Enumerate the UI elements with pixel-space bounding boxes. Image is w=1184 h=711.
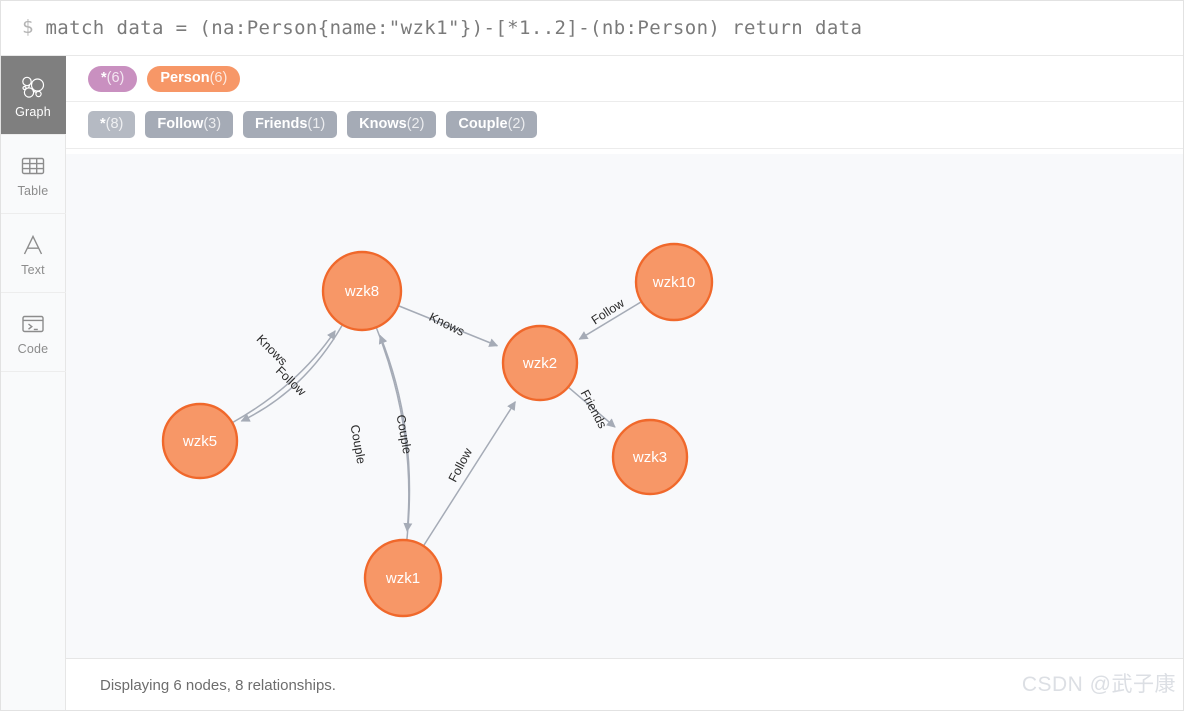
node-label: wzk5: [182, 433, 217, 450]
node-label: wzk8: [344, 283, 379, 300]
chip-name: Friends: [255, 115, 308, 132]
nodes-layer: wzk8 wzk5 wzk2 wzk10 wzk3 wzk1: [161, 242, 714, 618]
sidebar-item-label: Table: [17, 183, 49, 198]
result-status-bar: Displaying 6 nodes, 8 relationships.: [66, 659, 1184, 711]
graph-node-wzk10[interactable]: wzk10: [634, 242, 714, 322]
chip-name: Couple: [458, 115, 508, 132]
relationship-type-chip-row: *(8) Follow(3) Friends(1) Knows(2) Coupl…: [66, 101, 1184, 150]
rel-chip-friends[interactable]: Friends(1): [243, 110, 338, 139]
rel-chip-all[interactable]: *(8): [88, 110, 136, 139]
sidebar-item-label: Code: [17, 341, 49, 356]
sidebar-item-label: Text: [21, 262, 45, 277]
node-circle[interactable]: [321, 250, 403, 332]
node-label: wzk2: [522, 355, 557, 372]
chip-name: Person: [160, 70, 210, 86]
chip-count: (8): [105, 115, 124, 132]
query-bar[interactable]: $ match data = (na:Person{name:"wzk1"})-…: [0, 0, 1184, 56]
cypher-query-text[interactable]: match data = (na:Person{name:"wzk1"})-[*…: [45, 16, 863, 39]
sidebar-item-label: Graph: [15, 104, 51, 119]
rel-chip-knows[interactable]: Knows(2): [347, 110, 437, 139]
code-icon: [18, 309, 48, 339]
node-label: wzk3: [632, 449, 667, 466]
graph-node-wzk5[interactable]: wzk5: [161, 402, 239, 480]
graph-edge-friends[interactable]: [568, 387, 616, 428]
chip-name: Knows: [359, 115, 407, 132]
graph-edge-follow[interactable]: [578, 301, 642, 340]
rel-chip-follow[interactable]: Follow(3): [145, 110, 234, 139]
graph-edge-knows[interactable]: [398, 305, 499, 347]
chip-count: (2): [406, 115, 425, 132]
node-circle[interactable]: [501, 324, 579, 402]
prompt-icon: $: [22, 16, 34, 38]
chip-count: (2): [507, 115, 526, 132]
node-label-chip-row: *(6) Person(6): [66, 56, 1184, 102]
chip-name: Follow: [157, 115, 204, 132]
rel-chip-couple[interactable]: Couple(2): [446, 110, 538, 139]
sidebar-item-table[interactable]: Table: [0, 135, 66, 214]
chip-count: (6): [106, 70, 125, 86]
chip-count: (6): [209, 70, 228, 86]
node-circle[interactable]: [634, 242, 714, 322]
graph-edge-follow[interactable]: [232, 330, 336, 423]
watermark: CSDN @武子康: [1021, 673, 1176, 696]
result-panel: *(6) Person(6) *(8) Follow(3) Friends(1)…: [66, 56, 1184, 711]
sidebar-item-text[interactable]: Text: [0, 214, 66, 293]
graph-node-wzk3[interactable]: wzk3: [611, 418, 689, 496]
edge-label: Couple: [348, 424, 369, 465]
edge-label: Friends: [578, 387, 610, 430]
graph-node-wzk8[interactable]: wzk8: [321, 250, 403, 332]
chip-name: *: [100, 115, 106, 132]
status-text: Displaying 6 nodes, 8 relationships.: [100, 676, 336, 694]
chip-name: *: [101, 70, 107, 86]
edge-label: Couple: [394, 414, 415, 455]
table-icon: [18, 151, 48, 181]
chip-count: (1): [307, 115, 326, 132]
graph-node-wzk2[interactable]: wzk2: [501, 324, 579, 402]
text-icon: [18, 230, 48, 260]
node-label-chip-all[interactable]: *(6): [88, 66, 138, 92]
graph-node-wzk1[interactable]: wzk1: [363, 538, 443, 618]
graph-edge-couple[interactable]: [375, 327, 413, 533]
node-circle[interactable]: [611, 418, 689, 496]
edges-layer: [232, 301, 642, 546]
sidebar-item-graph[interactable]: Graph: [0, 56, 66, 135]
view-sidebar: Graph Table Text: [0, 56, 66, 711]
node-circle[interactable]: [363, 538, 443, 618]
chip-count: (3): [203, 115, 222, 132]
edge-label: Knows: [254, 332, 290, 368]
graph-edge-follow[interactable]: [423, 401, 516, 546]
node-label: wzk1: [385, 570, 420, 587]
edge-label: Follow: [446, 445, 476, 484]
node-circle[interactable]: [161, 402, 239, 480]
node-label: wzk10: [652, 274, 696, 291]
node-label-chip-person[interactable]: Person(6): [147, 66, 241, 92]
sidebar-item-code[interactable]: Code: [0, 293, 66, 372]
edge-label: Knows: [427, 310, 467, 339]
graph-icon: [18, 72, 48, 102]
